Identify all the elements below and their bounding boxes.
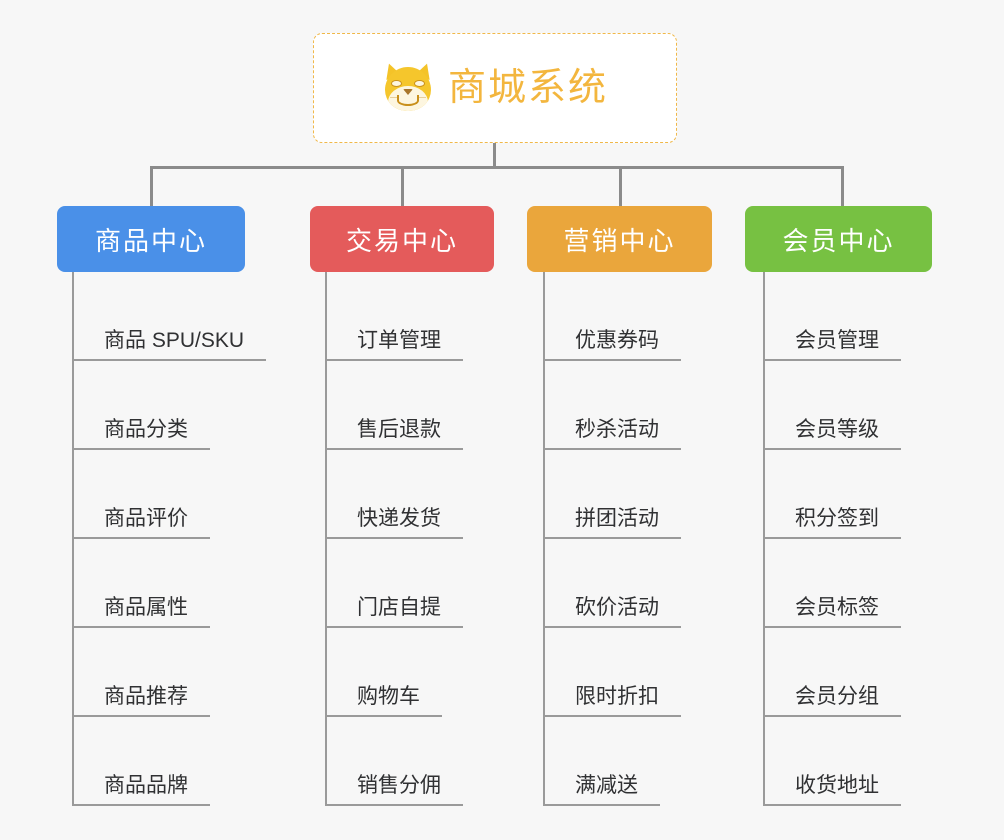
leaf-item[interactable]: 会员分组 <box>763 628 901 717</box>
connector-root-stub <box>493 143 496 169</box>
leaf-label: 商品 SPU/SKU <box>104 329 267 361</box>
leaf-item[interactable]: 订单管理 <box>325 272 463 361</box>
branch-column-marketing: 优惠券码 秒杀活动 拼团活动 砍价活动 限时折扣 满减送 <box>543 272 681 806</box>
leaf-label: 销售分佣 <box>357 774 463 806</box>
leaf-item[interactable]: 收货地址 <box>763 717 901 806</box>
leaf-label: 商品属性 <box>104 596 210 628</box>
leaf-item[interactable]: 销售分佣 <box>325 717 463 806</box>
branch-column-product: 商品 SPU/SKU 商品分类 商品评价 商品属性 商品推荐 商品品牌 <box>72 272 267 806</box>
leaf-label: 积分签到 <box>795 507 901 539</box>
dog-eye-right-icon <box>413 80 425 87</box>
leaf-label: 会员标签 <box>795 596 901 628</box>
leaf-label: 限时折扣 <box>575 685 681 717</box>
dog-nose-icon <box>402 89 413 95</box>
leaf-item[interactable]: 快递发货 <box>325 450 463 539</box>
leaf-item[interactable]: 商品评价 <box>72 450 266 539</box>
leaf-label: 秒杀活动 <box>575 418 681 450</box>
connector-horizontal-bar <box>150 166 844 169</box>
branch-column-member: 会员管理 会员等级 积分签到 会员标签 会员分组 收货地址 <box>763 272 901 806</box>
root-title: 商城系统 <box>447 67 608 109</box>
dog-head-icon <box>384 67 431 111</box>
leaf-item[interactable]: 商品分类 <box>72 361 266 450</box>
root-node[interactable]: 商城系统 <box>313 33 677 143</box>
leaf-item[interactable]: 商品推荐 <box>72 628 266 717</box>
leaf-label: 会员管理 <box>795 329 901 361</box>
branch-spine <box>72 272 74 806</box>
leaf-label: 购物车 <box>357 685 442 717</box>
leaf-label: 砍价活动 <box>575 596 681 628</box>
shiba-dog-face-icon <box>382 61 434 114</box>
branch-spine <box>325 272 327 806</box>
leaf-item[interactable]: 商品品牌 <box>72 717 266 806</box>
dog-whisker-right-icon <box>418 97 426 98</box>
branch-column-trade: 订单管理 售后退款 快递发货 门店自提 购物车 销售分佣 <box>325 272 463 806</box>
category-header-product[interactable]: 商品中心 <box>57 206 245 272</box>
dog-whisker-left-icon <box>389 97 397 98</box>
leaf-item[interactable]: 满减送 <box>543 717 681 806</box>
connector-drop-1 <box>150 166 153 208</box>
leaf-label: 收货地址 <box>795 774 901 806</box>
leaf-item[interactable]: 拼团活动 <box>543 450 681 539</box>
leaf-label: 会员分组 <box>795 685 901 717</box>
category-header-trade[interactable]: 交易中心 <box>310 206 494 272</box>
leaf-label: 满减送 <box>575 774 660 806</box>
branch-spine <box>543 272 545 806</box>
leaf-item[interactable]: 砍价活动 <box>543 539 681 628</box>
connector-drop-4 <box>841 166 844 208</box>
leaf-item[interactable]: 门店自提 <box>325 539 463 628</box>
leaf-item[interactable]: 会员标签 <box>763 539 901 628</box>
category-header-marketing[interactable]: 营销中心 <box>527 206 712 272</box>
category-header-member[interactable]: 会员中心 <box>745 206 932 272</box>
leaf-label: 会员等级 <box>795 418 901 450</box>
dog-eye-left-icon <box>390 80 402 87</box>
leaf-item[interactable]: 会员管理 <box>763 272 901 361</box>
leaf-item[interactable]: 售后退款 <box>325 361 463 450</box>
leaf-label: 快递发货 <box>357 507 463 539</box>
leaf-label: 商品分类 <box>104 418 210 450</box>
leaf-label: 订单管理 <box>357 329 463 361</box>
leaf-item[interactable]: 商品 SPU/SKU <box>72 272 267 361</box>
dog-mouth-icon <box>396 95 419 106</box>
leaf-label: 售后退款 <box>357 418 463 450</box>
leaf-label: 拼团活动 <box>575 507 681 539</box>
leaf-label: 商品品牌 <box>104 774 210 806</box>
leaf-label: 优惠券码 <box>575 329 681 361</box>
leaf-item[interactable]: 积分签到 <box>763 450 901 539</box>
leaf-item[interactable]: 商品属性 <box>72 539 266 628</box>
leaf-label: 商品评价 <box>104 507 210 539</box>
leaf-label: 商品推荐 <box>104 685 210 717</box>
leaf-item[interactable]: 限时折扣 <box>543 628 681 717</box>
connector-drop-2 <box>401 166 404 208</box>
leaf-item[interactable]: 优惠券码 <box>543 272 681 361</box>
branch-spine <box>763 272 765 806</box>
leaf-label: 门店自提 <box>357 596 463 628</box>
leaf-item[interactable]: 会员等级 <box>763 361 901 450</box>
leaf-item[interactable]: 购物车 <box>325 628 463 717</box>
connector-drop-3 <box>619 166 622 208</box>
leaf-item[interactable]: 秒杀活动 <box>543 361 681 450</box>
